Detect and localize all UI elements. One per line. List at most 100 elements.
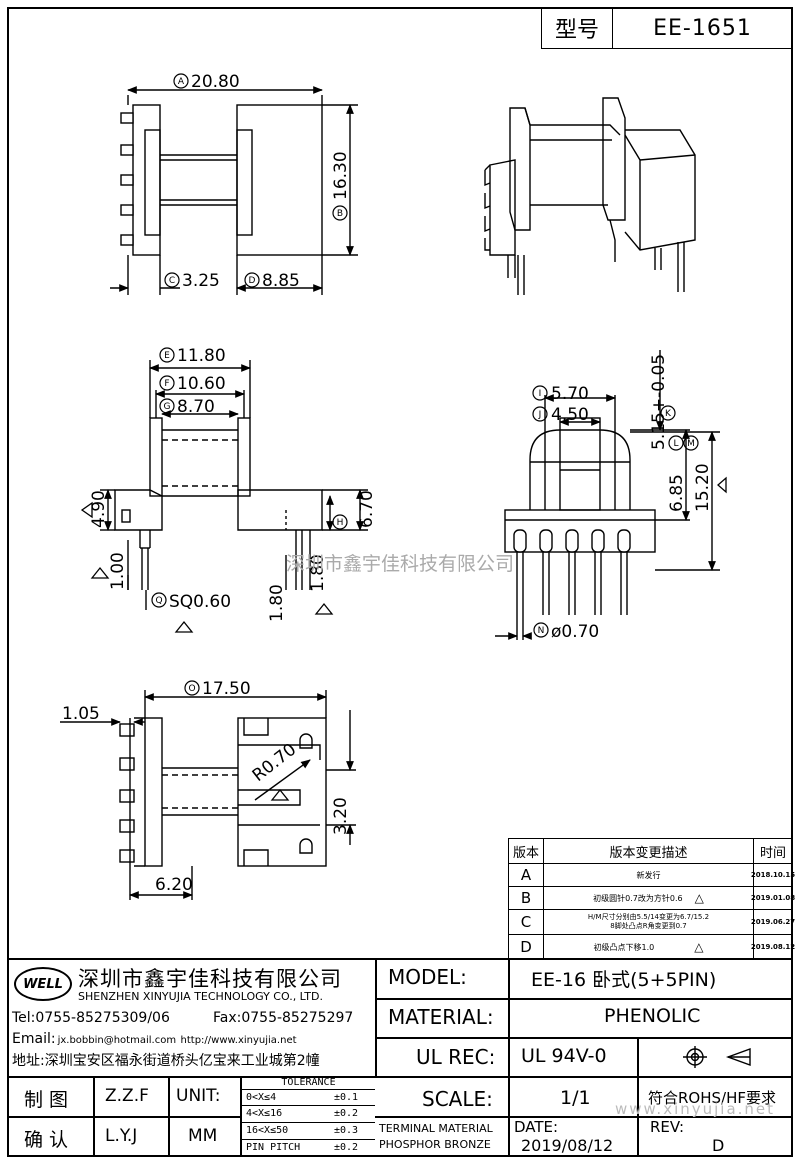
dim-b: 16.30: [331, 151, 351, 200]
dim-g: 8.70: [177, 397, 215, 417]
title-divider-h4: [375, 1116, 793, 1118]
dim-o: 17.50: [202, 679, 251, 699]
rev-header-desc: 版本变更描述: [543, 838, 754, 864]
technical-drawings: A B C D E F G H I J K L M N O Q 20.80 16…: [60, 72, 727, 900]
site-watermark: www.xinyujia.net: [615, 1100, 776, 1118]
date-value: 2019/08/12: [521, 1136, 614, 1155]
bottom-view: [60, 690, 356, 900]
title-divider-v2: [508, 958, 510, 1157]
rev-row-b-version: B: [508, 886, 544, 910]
letter-c: C: [169, 276, 175, 286]
letter-o: O: [188, 684, 195, 694]
rev-row-a-date: 2018.10.15: [751, 863, 795, 887]
dim-n: ø0.70: [551, 622, 599, 642]
tol-value-3: ±0.3: [334, 1125, 359, 1136]
tolerance-title: TOLERANCE: [242, 1076, 375, 1090]
rev-label: REV:: [650, 1118, 684, 1136]
tolerance-rows: 0<X≤4 ±0.1 4<X≤16 ±0.2 16<X≤50 ±0.3 PIN …: [242, 1090, 375, 1157]
header-model-label-cell: 型号: [541, 7, 613, 49]
rev-row-c-version: C: [508, 909, 544, 935]
unit-label: UNIT:: [176, 1086, 221, 1106]
tol-divider: [242, 1139, 375, 1140]
dim-bottom: 6.20: [155, 875, 193, 895]
dim-r: R0.70: [249, 740, 300, 786]
tol-range-1: 0<X≤4: [246, 1092, 277, 1103]
letter-a: A: [178, 77, 185, 87]
scale-label: SCALE:: [422, 1087, 493, 1111]
rev-header-version: 版本: [508, 838, 544, 864]
letter-d: D: [249, 276, 256, 286]
rev-row-d-desc: 初级凸点下移1.0△: [543, 934, 754, 960]
watermark: 深圳市鑫宇佳科技有限公司: [286, 553, 514, 575]
rev-row-c-date: 2019.06.27: [751, 909, 795, 935]
tol-range-3: 16<X≤50: [246, 1125, 289, 1136]
projection-symbol-icon: [683, 1046, 751, 1068]
dim-a: 20.80: [191, 72, 240, 92]
drawing-sheet: [7, 7, 793, 1157]
letter-i: I: [539, 389, 542, 399]
dim-c: 3.25: [182, 271, 220, 291]
tol-divider: [242, 1122, 375, 1123]
terminal-material-line1: TERMINAL MATERIAL: [379, 1122, 493, 1135]
front-view: [100, 360, 368, 610]
dim-q: SQ0.60: [169, 592, 231, 612]
check-value: L.Y.J: [105, 1126, 138, 1146]
company-name-en: SHENZHEN XINYUJIA TECHNOLOGY CO., LTD.: [78, 990, 323, 1003]
email-value: jx.bobbin@hotmail.com: [57, 1035, 177, 1046]
dim-d: 8.85: [262, 271, 300, 291]
check-label: 确 认: [24, 1129, 69, 1151]
model-label: MODEL:: [388, 965, 467, 989]
scale-value: 1/1: [560, 1087, 591, 1109]
tol-divider: [242, 1105, 375, 1106]
letter-h: H: [337, 518, 344, 528]
tol-range-4: PIN PITCH: [246, 1142, 301, 1153]
ulrec-label: UL REC:: [416, 1045, 496, 1069]
dim-left: 1.05: [62, 704, 100, 724]
unit-value: MM: [188, 1126, 218, 1146]
terminal-material-line2: PHOSPHOR BRONZE: [379, 1138, 491, 1151]
tol-value-4: ±0.2: [334, 1142, 359, 1153]
material-label: MATERIAL:: [388, 1005, 494, 1029]
company-fax: Fax:0755-85275297: [213, 1010, 354, 1026]
letter-l: L: [673, 439, 678, 449]
material-value: PHENOLIC: [604, 1005, 701, 1027]
letter-b: B: [337, 209, 343, 219]
letter-k: K: [665, 409, 672, 419]
rev-row-c-desc-line2: 8脚处凸点R角变更到0.7: [610, 922, 687, 930]
header-model-value-cell: EE-1651: [612, 7, 793, 49]
company-name-cn: 深圳市鑫宇佳科技有限公司: [78, 967, 342, 991]
rev-row-d-version: D: [508, 934, 544, 960]
date-label: DATE:: [514, 1118, 559, 1136]
dim-pin1: 1.00: [108, 552, 128, 590]
dim-m: 15.20: [693, 463, 713, 512]
revision-triangles: [80, 476, 727, 801]
rev-row-b-desc: 初级圆针0.7改为方针0.6△: [543, 886, 754, 910]
dim-pin2: 1.80: [267, 584, 287, 622]
website-value: http://www.xinyujia.net: [180, 1035, 297, 1046]
letter-f: F: [164, 379, 169, 389]
header-model-value: EE-1651: [653, 15, 752, 41]
warning-triangle-icon: △: [694, 891, 704, 905]
isometric-view: [484, 97, 696, 295]
dim-h: 6.70: [357, 490, 377, 528]
side-view: [495, 350, 720, 640]
letter-q: Q: [155, 596, 162, 606]
tolerance-table: TOLERANCE 0<X≤4 ±0.1 4<X≤16 ±0.2 16<X≤50…: [242, 1076, 375, 1157]
rev-row-a-version: A: [508, 863, 544, 887]
title-divider-v3: [637, 1037, 639, 1157]
rev-row-c-desc-line1: H/M尺寸分别由5.5/14变更为6.7/15.2: [587, 913, 710, 921]
header-model-label: 型号: [554, 18, 599, 43]
dimension-letter-labels: A B C D E F G H I J K L M N O Q: [155, 77, 694, 694]
email-label: Email:: [12, 1031, 56, 1047]
title-block-frame: [7, 958, 793, 1157]
dim-pin3: 1.80: [308, 554, 328, 592]
title-divider-h3: [7, 1076, 793, 1078]
dim-j: 4.50: [551, 405, 589, 425]
letter-m: M: [687, 439, 695, 449]
drawn-label: 制 图: [24, 1089, 69, 1111]
dim-f: 10.60: [177, 374, 226, 394]
dim-i: 5.70: [551, 384, 589, 404]
ulrec-value: UL 94V-0: [521, 1045, 607, 1067]
dim-p: 3.20: [331, 797, 351, 835]
letter-e: E: [164, 351, 170, 361]
